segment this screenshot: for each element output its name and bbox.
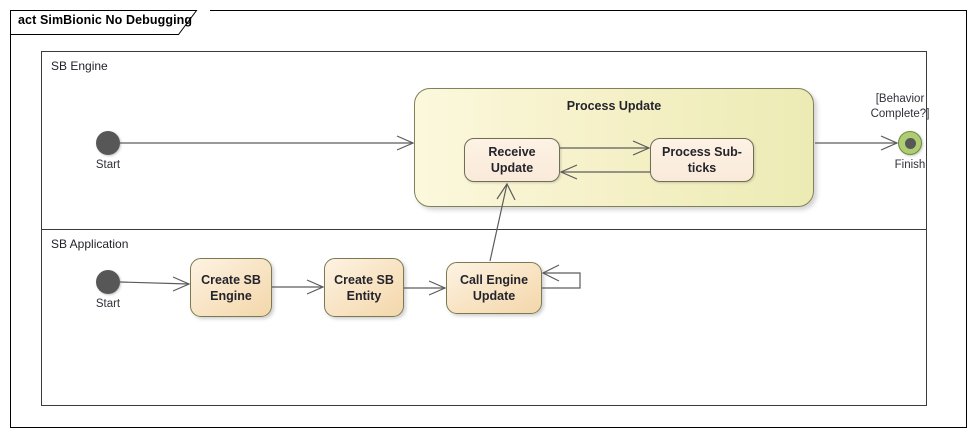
node-receive-update[interactable]: Receive Update <box>464 138 560 182</box>
node-create-sb-engine[interactable]: Create SB Engine <box>190 258 272 317</box>
application-start-label: Start <box>95 298 121 310</box>
node-call-engine-update[interactable]: Call Engine Update <box>446 262 542 314</box>
node-create-sb-entity[interactable]: Create SB Entity <box>324 258 404 317</box>
partition-label-sb-application: SB Application <box>51 237 129 251</box>
partition-label-sb-engine: SB Engine <box>51 59 108 73</box>
frame-title-tab: act SimBionic No Debugging <box>10 10 210 35</box>
application-start-node[interactable] <box>96 270 120 294</box>
finish-guard-line-2: Complete?] <box>870 107 930 120</box>
composite-process-update-title: Process Update <box>566 99 662 113</box>
engine-start-node[interactable] <box>96 131 120 155</box>
node-process-subticks[interactable]: Process Sub-ticks <box>650 138 754 182</box>
engine-finish-node[interactable] <box>898 131 922 155</box>
finish-guard-label: [Behavior Complete?] <box>855 92 945 122</box>
partition-sb-application: SB Application <box>42 229 926 407</box>
engine-finish-label: Finish <box>894 159 926 171</box>
engine-start-label: Start <box>95 159 121 171</box>
partition-sb-engine: SB Engine <box>42 52 926 229</box>
frame-tab-shape <box>10 10 198 35</box>
finish-guard-line-1: [Behavior <box>875 93 925 105</box>
frame-title-label: act SimBionic No Debugging <box>18 13 193 27</box>
